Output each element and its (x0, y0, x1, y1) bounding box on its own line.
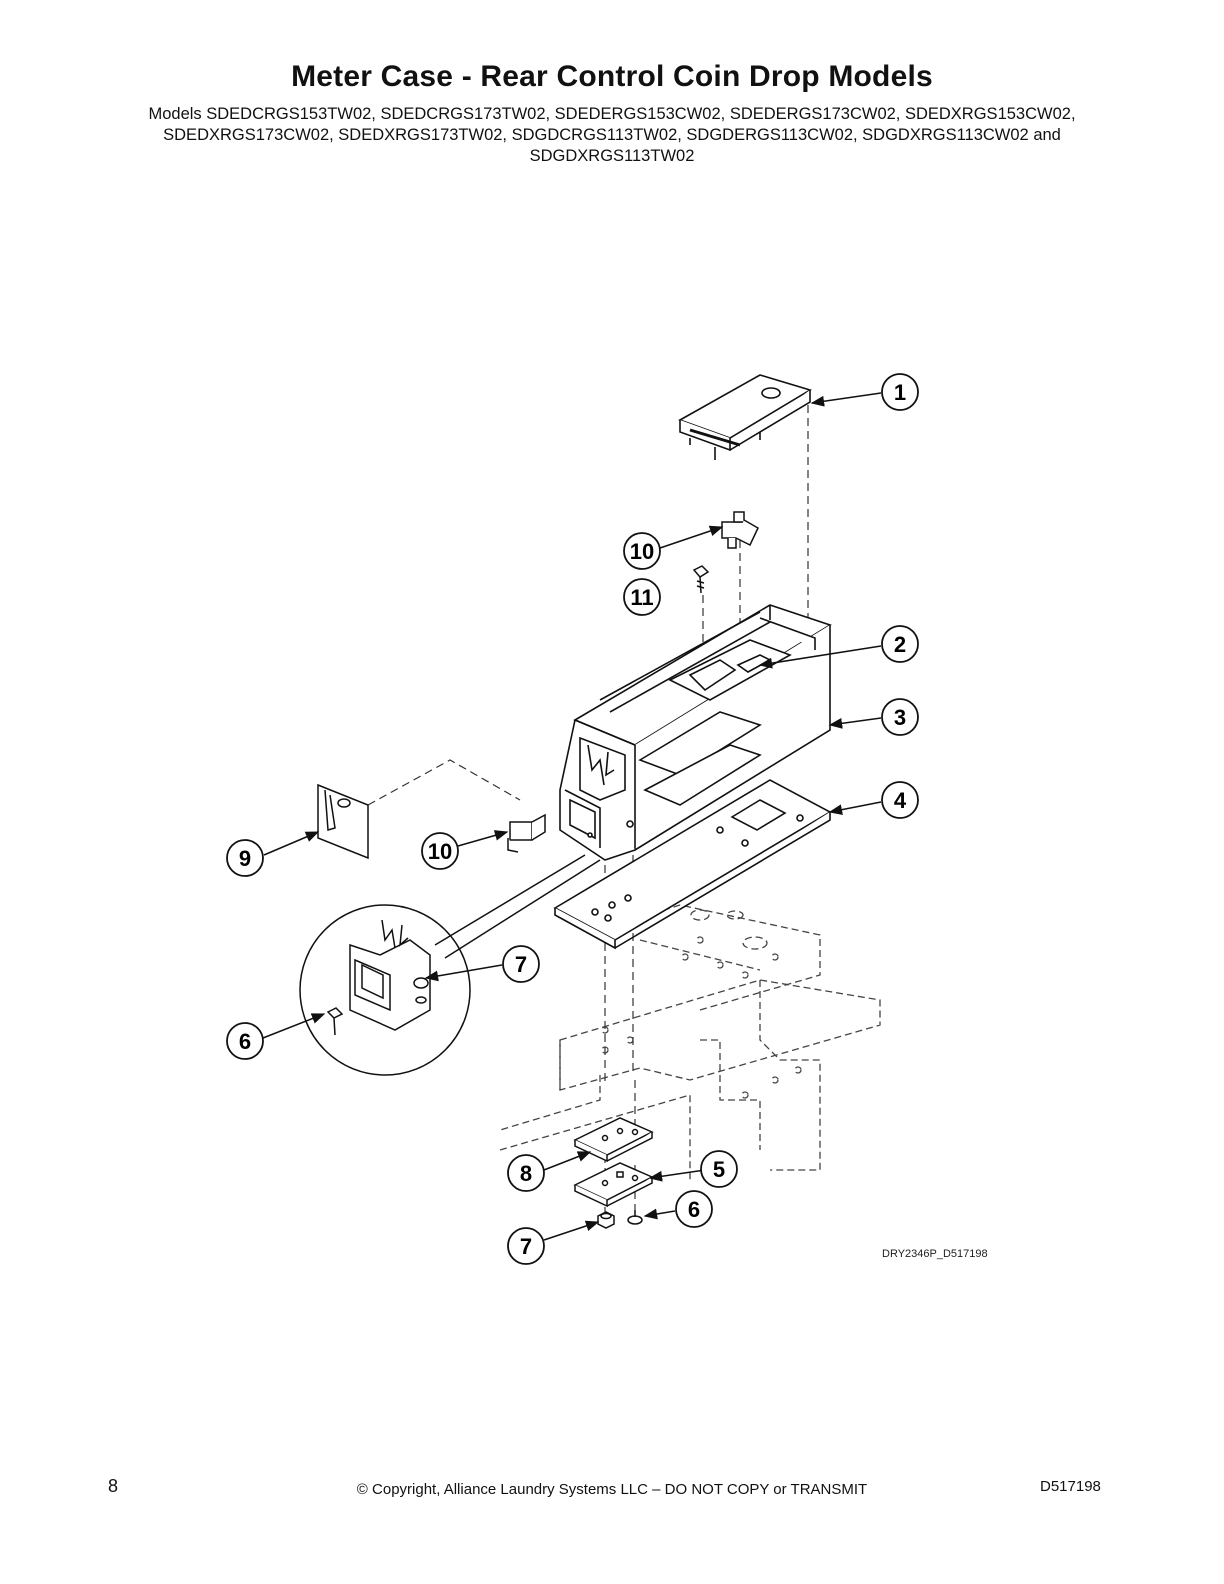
copyright-notice: © Copyright, Alliance Laundry Systems LL… (356, 1481, 868, 1498)
page-number: 8 (108, 1476, 119, 1496)
callout-6-detail-label: 6 (239, 1029, 251, 1054)
drawing-code: DRY2346P_D517198 (882, 1248, 988, 1260)
callout-10-upper-label: 10 (630, 539, 654, 564)
part-5-bracket (573, 1162, 654, 1208)
callout-5-label: 5 (713, 1157, 725, 1182)
callout-6-detail: 6 (226, 1022, 264, 1060)
callout-7-bottom: 7 (507, 1227, 545, 1265)
callout-1: 1 (881, 373, 919, 411)
callout-11: 11 (623, 578, 661, 616)
callout-7-detail-label: 7 (515, 952, 527, 977)
part-4-mounting-plate (553, 779, 832, 950)
model-list-line-1: Models SDEDCRGS153TW02, SDEDCRGS173TW02,… (148, 105, 1076, 123)
callout-8: 8 (507, 1154, 545, 1192)
callout-6-bottom-label: 6 (688, 1197, 700, 1222)
model-list: Models SDEDCRGS153TW02, SDEDCRGS173TW02,… (100, 104, 1124, 167)
part-6-bolt (627, 1210, 643, 1225)
callout-9-label: 9 (239, 846, 251, 871)
part-3-meter-case (559, 604, 832, 861)
model-list-line-2: SDEDXRGS173CW02, SDEDXRGS173TW02, SDGDCR… (163, 126, 1061, 144)
callout-6-bottom: 6 (675, 1190, 713, 1228)
part-9-label (317, 783, 369, 860)
document-number: D517198 (1040, 1478, 1101, 1495)
callout-11-label: 11 (630, 585, 653, 610)
part-1-cover (678, 374, 812, 460)
callout-7-detail: 7 (502, 945, 540, 983)
callout-3-label: 3 (894, 705, 906, 730)
callout-10-lower: 10 (421, 832, 459, 870)
dryer-cabinet-outline (499, 904, 881, 1180)
part-10-lower-switch (507, 813, 546, 853)
callout-2-label: 2 (894, 632, 906, 657)
callout-4: 4 (881, 781, 919, 819)
part-10-upper-switch (721, 511, 759, 549)
part-11-screw (692, 565, 710, 594)
callout-7-bottom-label: 7 (520, 1234, 532, 1259)
callout-10-lower-label: 10 (428, 839, 452, 864)
callout-4-label: 4 (894, 788, 907, 813)
model-list-line-3: SDGDXRGS113TW02 (529, 147, 695, 165)
callout-3: 3 (881, 698, 919, 736)
detail-view-circle (299, 854, 601, 1076)
callout-1-label: 1 (894, 380, 906, 405)
callout-9: 9 (226, 839, 264, 877)
part-7-nut (597, 1211, 615, 1229)
callout-8-label: 8 (520, 1161, 532, 1186)
callout-2: 2 (881, 625, 919, 663)
callout-10-upper: 10 (623, 532, 661, 570)
callout-5: 5 (700, 1150, 738, 1188)
page-title: Meter Case - Rear Control Coin Drop Mode… (291, 60, 933, 93)
